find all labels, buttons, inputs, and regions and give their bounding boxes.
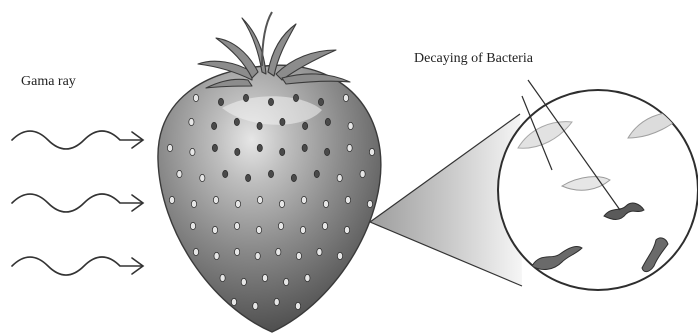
strawberry-seed xyxy=(213,196,218,203)
strawberry-seed xyxy=(257,144,262,151)
gamma-ray-arrow-1 xyxy=(12,131,143,149)
strawberry-seed xyxy=(300,226,305,233)
strawberry-seed xyxy=(235,248,240,255)
strawberry-seed xyxy=(295,302,300,309)
strawberry-seed xyxy=(190,148,195,155)
gamma-ray-arrow-3 xyxy=(12,257,143,275)
strawberry-seed xyxy=(190,222,195,229)
strawberry-seed xyxy=(348,122,353,129)
strawberry-seed xyxy=(257,196,262,203)
strawberry-seed xyxy=(314,170,319,177)
strawberry-seed xyxy=(278,222,283,229)
strawberry-seed xyxy=(218,98,223,105)
strawberry-seed xyxy=(177,170,182,177)
strawberry-seed xyxy=(220,274,225,281)
strawberry-seed xyxy=(214,252,219,259)
strawberry-seed xyxy=(279,200,284,207)
strawberry-seed xyxy=(212,144,217,151)
strawberry-seed xyxy=(189,118,194,125)
strawberry-seed xyxy=(193,248,198,255)
strawberry-seed xyxy=(347,144,352,151)
strawberry-seed xyxy=(318,98,323,105)
strawberry-seed xyxy=(343,94,348,101)
strawberry-seed xyxy=(274,298,279,305)
strawberry-seed xyxy=(167,144,172,151)
gamma-ray-arrows xyxy=(12,131,143,275)
strawberry-seed xyxy=(200,174,205,181)
strawberry-seed xyxy=(276,248,281,255)
strawberry-seed xyxy=(360,170,365,177)
gamma-ray-arrow-2 xyxy=(12,194,143,212)
strawberry-seed xyxy=(325,148,330,155)
strawberry-seed xyxy=(257,122,262,129)
strawberry-seed xyxy=(369,148,374,155)
strawberry-seed xyxy=(255,252,260,259)
strawberry-seed xyxy=(317,248,322,255)
strawberry-seed xyxy=(256,226,261,233)
strawberry-seed xyxy=(212,226,217,233)
strawberry-seed xyxy=(235,148,240,155)
strawberry-seed xyxy=(253,302,258,309)
strawberry-seed xyxy=(234,222,239,229)
strawberry-seed xyxy=(191,200,196,207)
strawberry-seed xyxy=(246,174,251,181)
strawberry-seed xyxy=(293,94,298,101)
magnified-view xyxy=(498,80,698,290)
strawberry-seed xyxy=(268,98,273,105)
strawberry-seed xyxy=(344,226,349,233)
strawberry-seed xyxy=(337,174,342,181)
strawberry-seed xyxy=(302,144,307,151)
strawberry-seed xyxy=(243,94,248,101)
strawberry-seed xyxy=(235,200,240,207)
strawberry-seed xyxy=(241,278,246,285)
strawberry-seed xyxy=(325,118,330,125)
strawberry-seed xyxy=(280,118,285,125)
strawberry-seed xyxy=(322,222,327,229)
gamma-ray-label: Gama ray xyxy=(21,74,76,90)
strawberry-seed xyxy=(262,274,267,281)
strawberry-seed xyxy=(367,200,372,207)
strawberry-seed xyxy=(268,170,273,177)
strawberry-seed xyxy=(193,94,198,101)
strawberry-seed xyxy=(296,252,301,259)
strawberry-seed xyxy=(301,196,306,203)
strawberry-seed xyxy=(223,170,228,177)
strawberry-seed xyxy=(337,252,342,259)
bacteria-label: Decaying of Bacteria xyxy=(414,51,533,67)
strawberry xyxy=(158,65,381,332)
strawberry-seed xyxy=(231,298,236,305)
strawberry-seed xyxy=(234,118,239,125)
strawberry-seed xyxy=(280,148,285,155)
strawberry-seed xyxy=(212,122,217,129)
strawberry-seed xyxy=(169,196,174,203)
strawberry-seed xyxy=(291,174,296,181)
strawberry-seed xyxy=(345,196,350,203)
strawberry-seed xyxy=(323,200,328,207)
strawberry-seed xyxy=(303,122,308,129)
strawberry-seed xyxy=(284,278,289,285)
strawberry-seed xyxy=(305,274,310,281)
